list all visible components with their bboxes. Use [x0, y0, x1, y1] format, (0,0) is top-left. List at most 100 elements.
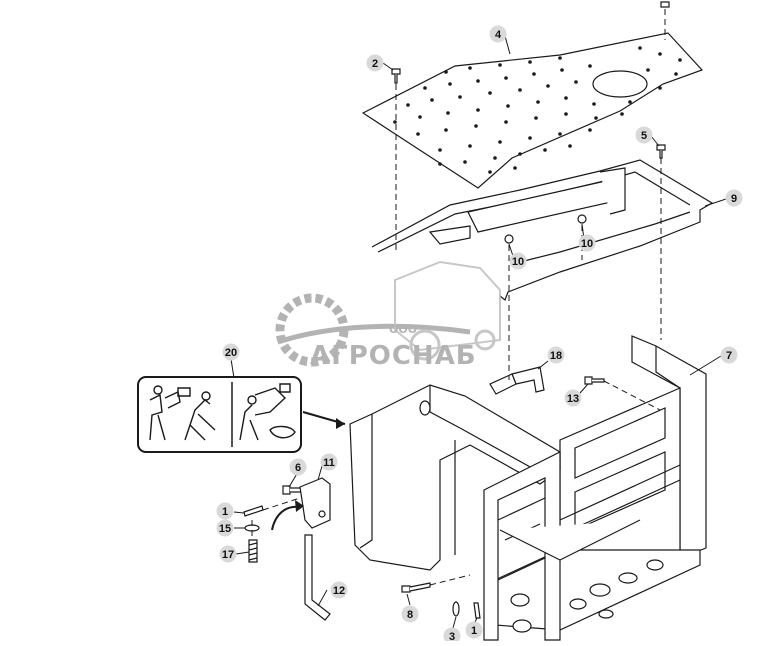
callout-bubble [489, 25, 507, 43]
callout-bubble [564, 389, 582, 407]
watermark-prefix: ООО [389, 323, 417, 336]
panel-holes [393, 46, 682, 174]
callout-bubble [720, 346, 738, 364]
callout-20: 20 [222, 343, 240, 361]
panel-hole [564, 96, 568, 100]
callout-label: 9 [731, 193, 737, 205]
panel-hole [558, 132, 562, 136]
panel-hole [560, 68, 564, 72]
callout-bubble [443, 627, 461, 645]
callout-bubble [219, 545, 237, 563]
callout-9: 9 [725, 189, 743, 207]
panel-hole [658, 86, 662, 90]
callout-5: 5 [635, 126, 653, 144]
panel-hole [674, 72, 678, 76]
arrow-head-2 [295, 500, 304, 512]
panel-hole [458, 95, 462, 99]
callout-bubble [401, 605, 419, 623]
callout-18: 18 [547, 346, 565, 364]
callout-7: 7 [720, 346, 738, 364]
panel-hole [448, 82, 452, 86]
support-frame [349, 335, 707, 641]
panel-hole [498, 63, 502, 67]
callout-label: 12 [333, 585, 345, 597]
callout-bubble [509, 252, 527, 270]
callout-label: 11 [323, 457, 335, 469]
panel-hole [498, 140, 502, 144]
callout-label: 1 [471, 625, 477, 637]
instruction-decal [137, 376, 302, 453]
callout-bubble [725, 189, 743, 207]
panel-hole [518, 88, 522, 92]
panel-hole [423, 86, 427, 90]
callout-4: 4 [489, 25, 507, 43]
panel-hole [536, 100, 540, 104]
panel-hole [646, 68, 650, 72]
callout-label: 2 [372, 58, 378, 70]
panel-hole [568, 144, 572, 148]
panel-hole [504, 76, 508, 80]
panel-hole [476, 108, 480, 112]
panel-hole [430, 98, 434, 102]
callout-bubble [547, 346, 565, 364]
callout-label: 1 [222, 506, 228, 518]
callout-6: 6 [289, 458, 307, 476]
panel-hole [532, 72, 536, 76]
panel-hole [488, 91, 492, 95]
panel-hole [558, 56, 562, 60]
panel-hole [564, 112, 568, 116]
arrow-head-1 [336, 418, 345, 429]
callout-2: 2 [366, 54, 384, 72]
panel-hole [594, 116, 598, 120]
callout-label: 20 [225, 347, 237, 359]
panel-hole [476, 79, 480, 83]
panel-hole [463, 160, 467, 164]
callout-label: 5 [641, 130, 647, 142]
panel-hole [446, 111, 450, 115]
panel-hole [493, 156, 497, 160]
callout-12: 12 [330, 581, 348, 599]
panel-hole [628, 100, 632, 104]
panel-hole [574, 80, 578, 84]
callout-17: 17 [219, 545, 237, 563]
callout-bubble [222, 343, 240, 361]
panel-hole [592, 102, 596, 106]
panel-hole [468, 66, 472, 70]
callout-bubble [366, 54, 384, 72]
panel-hole [678, 58, 682, 62]
panel-hole [444, 70, 448, 74]
watermark-brand: АГРОСНАБ [310, 341, 477, 371]
callout-bubble [216, 519, 234, 537]
callout-bubble [216, 502, 234, 520]
panel-hole [543, 148, 547, 152]
panel-hole [588, 64, 592, 68]
panel-hole [546, 84, 550, 88]
panel-hole [518, 152, 522, 156]
assembly-lines [251, 9, 666, 586]
callout-label: 15 [219, 523, 231, 535]
callout-label: 17 [222, 549, 234, 561]
panel-hole [468, 144, 472, 148]
panel-hole [658, 52, 662, 56]
callout-10: 10 [509, 252, 527, 270]
callout-1: 1 [216, 502, 234, 520]
callout-label: 7 [726, 350, 732, 362]
callout-13: 13 [564, 389, 582, 407]
callout-11: 11 [320, 453, 338, 471]
callout-bubble [465, 621, 483, 639]
callout-label: 18 [550, 350, 562, 362]
callout-label: 6 [295, 462, 301, 474]
bracket-18 [489, 366, 545, 395]
perforated-panel [361, 32, 704, 189]
panel-hole [534, 116, 538, 120]
panel-hole [393, 120, 397, 124]
callout-8: 8 [401, 605, 419, 623]
callout-1: 1 [465, 621, 483, 639]
callout-label: 8 [407, 609, 413, 621]
callout-label: 13 [567, 393, 579, 405]
panel-hole [444, 128, 448, 132]
small-parts [243, 1, 670, 621]
